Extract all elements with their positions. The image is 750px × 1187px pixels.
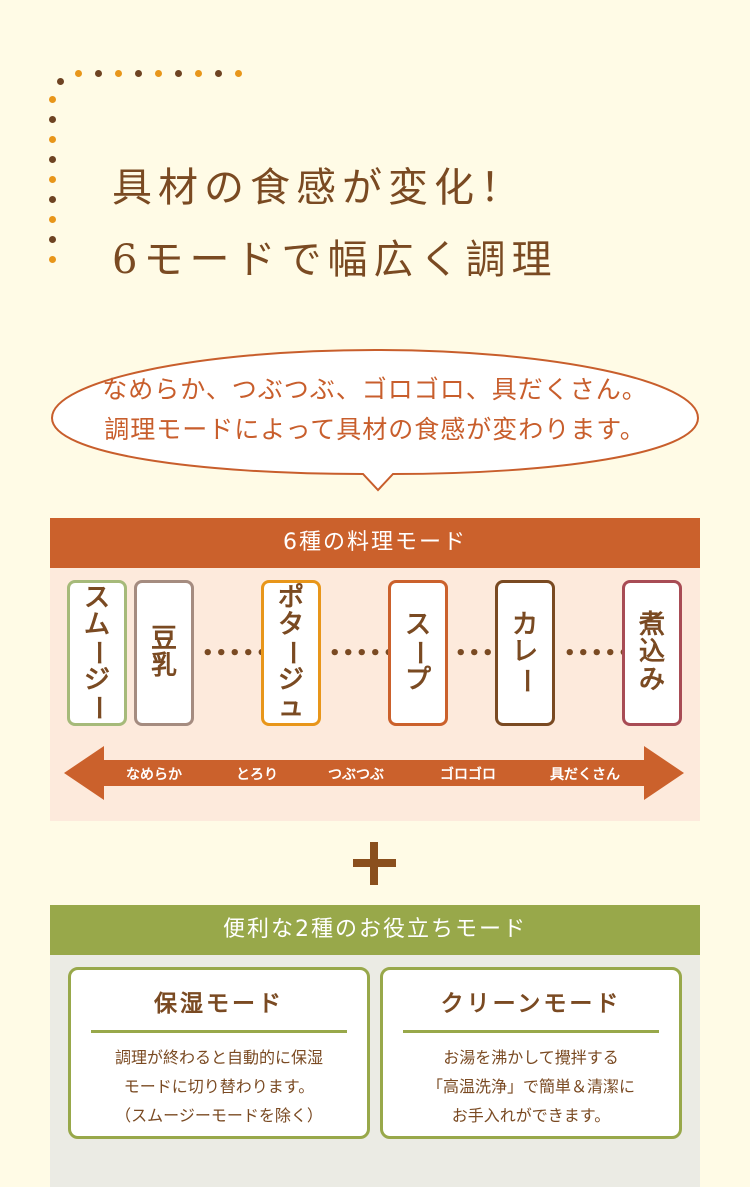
card-line: お手入れができます。 — [451, 1106, 611, 1125]
utility-modes-section: 便利な2種のお役立ちモード 保湿モード 調理が終わると自動的に保湿 モードに切り… — [50, 905, 700, 1187]
leader-dots: ••••• — [329, 643, 397, 664]
plus-icon — [353, 842, 396, 885]
mode-stew: 煮込み — [622, 580, 682, 726]
scale-label: 具だくさん — [550, 767, 620, 783]
card-line: （スムージーモードを除く） — [115, 1106, 323, 1125]
mode-potage: ポタージュ — [261, 580, 321, 726]
card-title: クリーンモード — [440, 991, 622, 1017]
mode-curry: カレー — [495, 580, 555, 726]
card-line: お湯を沸かして攪拌する — [443, 1048, 619, 1067]
page-title-line1: 具材の食感が変化！ — [112, 165, 526, 211]
speech-bubble — [50, 348, 700, 492]
card-keep-warm-mode: 保湿モード 調理が終わると自動的に保湿 モードに切り替わります。 （スムージーモ… — [68, 967, 370, 1139]
divider — [91, 1030, 347, 1033]
leader-dots: ••••• — [564, 643, 632, 664]
bubble-line2: 調理モードによって具材の食感が変わります。 — [104, 415, 646, 444]
bubble-text: なめらか、つぶつぶ、ゴロゴロ、具だくさん。 調理モードによって具材の食感が変わり… — [48, 370, 702, 450]
cooking-modes-section: 6種の料理モード スムージー 豆乳 ••••• ポタージュ ••••• スープ … — [50, 518, 700, 821]
card-line: 「高温洗浄」で簡単＆清潔に — [426, 1077, 635, 1096]
scale-label: つぶつぶ — [328, 767, 384, 783]
cooking-modes-heading: 6種の料理モード — [50, 518, 700, 568]
scale-label: ゴロゴロ — [440, 767, 496, 783]
leader-dots: ••••• — [202, 643, 270, 664]
texture-scale: なめらか とろり つぶつぶ ゴロゴロ 具だくさん — [64, 758, 684, 788]
page-title-line2: 6モードで幅広く調理 — [112, 237, 558, 283]
card-title: 保湿モード — [154, 991, 284, 1017]
card-clean-mode: クリーンモード お湯を沸かして攪拌する 「高温洗浄」で簡単＆清潔に お手入れがで… — [380, 967, 682, 1139]
utility-modes-panel: 保湿モード 調理が終わると自動的に保湿 モードに切り替わります。 （スムージーモ… — [50, 955, 700, 1187]
scale-label: なめらか — [126, 767, 182, 783]
card-line: 調理が終わると自動的に保湿 — [114, 1048, 323, 1067]
leader-dots: ••• — [455, 643, 496, 664]
utility-modes-heading: 便利な2種のお役立ちモード — [50, 905, 700, 955]
mode-smoothie: スムージー — [67, 580, 127, 726]
cooking-modes-panel: スムージー 豆乳 ••••• ポタージュ ••••• スープ ••• カレー •… — [50, 568, 700, 821]
mode-soy-milk: 豆乳 — [134, 580, 194, 726]
double-arrow-icon — [64, 746, 684, 800]
divider — [403, 1030, 659, 1033]
scale-label: とろり — [236, 767, 278, 783]
card-line: モードに切り替わります。 — [123, 1077, 315, 1096]
mode-soup: スープ — [388, 580, 448, 726]
bubble-line1: なめらか、つぶつぶ、ゴロゴロ、具だくさん。 — [102, 375, 648, 404]
